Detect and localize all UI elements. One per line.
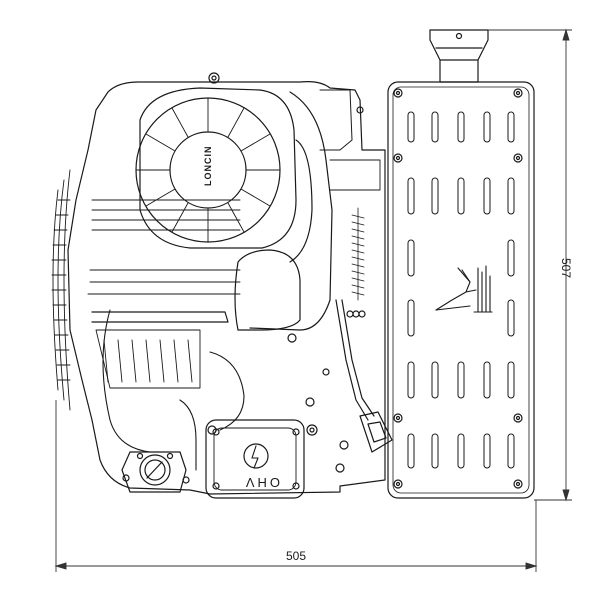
width-dimension-label: 505 <box>286 549 306 563</box>
shield-bolt-icons <box>393 88 523 489</box>
shield-vent-slots <box>407 111 515 469</box>
oil-dipstick-handle <box>335 299 393 453</box>
height-dimension-label: 507 <box>559 258 573 278</box>
valve-cover <box>205 419 305 499</box>
air-cleaner-fins <box>95 329 201 389</box>
cooling-fan <box>135 87 313 263</box>
valve-cover-ohv-text: OHV <box>243 475 280 490</box>
exhaust-outlet <box>429 29 489 83</box>
hot-surface-warning-icon <box>435 265 493 313</box>
fan-brand-text: LONCIN <box>203 146 213 187</box>
engine-body <box>51 72 393 495</box>
engine-fastener-icons <box>207 72 366 473</box>
flywheel-grille <box>51 169 71 411</box>
dimension-lines <box>54 28 572 572</box>
fuel-pump-assembly <box>121 451 190 493</box>
muffler-heat-shield <box>387 81 535 499</box>
governor-spring <box>351 207 365 301</box>
